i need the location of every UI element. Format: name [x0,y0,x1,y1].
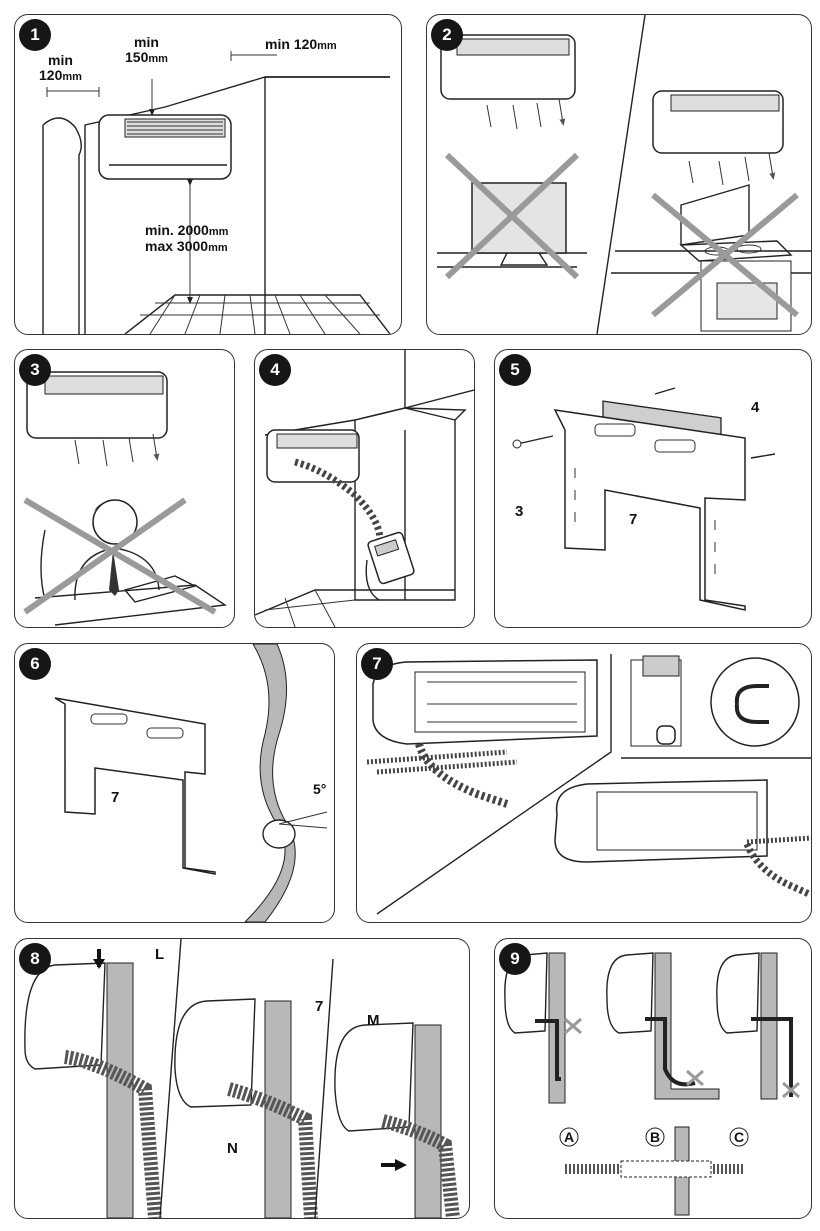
room-clearance-illustration [42,51,391,334]
label-7: 7 [315,998,324,1015]
height-max-value: max 3000 [145,237,209,254]
panel-3-avoid-person: 3 [14,349,235,628]
panel-2-avoid-tv-and-stove: 2 [426,14,812,335]
step-badge-4: 4 [259,354,291,386]
panel-7-pipe-routing: 7 [356,643,812,923]
step-badge-2: 2 [431,19,463,51]
label-A: A [564,1129,575,1145]
top-unit: mm [148,52,168,65]
panel-1-clearances: 1 min 120mm min 150mm min 120mm min. 200… [14,14,402,335]
plate-tilt-angle-illustration [54,644,328,922]
clearance-right-label: min 120mm [265,37,337,53]
height-max-unit: mm [208,241,228,254]
height-min-unit: mm [208,226,229,238]
screw-label: 3 [515,503,524,520]
step-badge-7: 7 [361,648,393,680]
label-B: B [650,1129,661,1145]
left-unit: mm [62,70,82,83]
mounting-height-label: min. 2000mm max 3000mm [145,223,228,254]
pipe-routing-illustration [366,654,811,915]
right-unit: mm [317,40,337,52]
left-min-text: min [48,52,73,68]
step-badge-8: 8 [19,943,51,975]
label-M: M [367,1012,380,1029]
top-min-text: min [134,34,159,50]
step-badge-5: 5 [499,354,531,386]
avoid-heat-sources-illustration [437,15,811,334]
hanging-unit-on-plate-illustration [24,939,460,1218]
step-badge-1: 1 [19,19,51,51]
label-N: N [227,1140,238,1157]
step-badge-6: 6 [19,648,51,680]
mounting-plate-fixing-illustration [512,387,776,611]
panel-6-plate-tilt: 6 7 5° [14,643,335,923]
right-min-text: min 120 [265,36,318,52]
clearance-top-label: min 150mm [125,35,168,65]
top-value: 150 [125,48,149,65]
label-L: L [155,946,165,963]
panel-5-mounting-plate: 5 3 4 7 [494,349,812,628]
height-min-value: min. 2000 [145,222,209,238]
step-badge-3: 3 [19,354,51,386]
remote-control-signal-illustration [255,350,474,627]
panel-9-drain-pipe: 9 A B C [494,938,812,1219]
step-badge-9: 9 [499,943,531,975]
clearance-left-label: min 120mm [39,53,82,83]
avoid-direct-airflow-on-person-illustration [23,371,227,626]
mounting-plate-label: 7 [629,511,638,528]
label-C: C [734,1129,745,1145]
panel-4-remote-signal: 4 [254,349,475,628]
tilt-angle-label: 5° [313,781,327,797]
panel-8-hanging-unit: 8 L 7 N M [14,938,470,1219]
drain-pipe-incorrect-routing-illustration [504,952,800,1216]
plate-label: 7 [111,789,120,806]
wall-plug-label: 4 [751,399,760,416]
left-value: 120 [39,66,63,83]
